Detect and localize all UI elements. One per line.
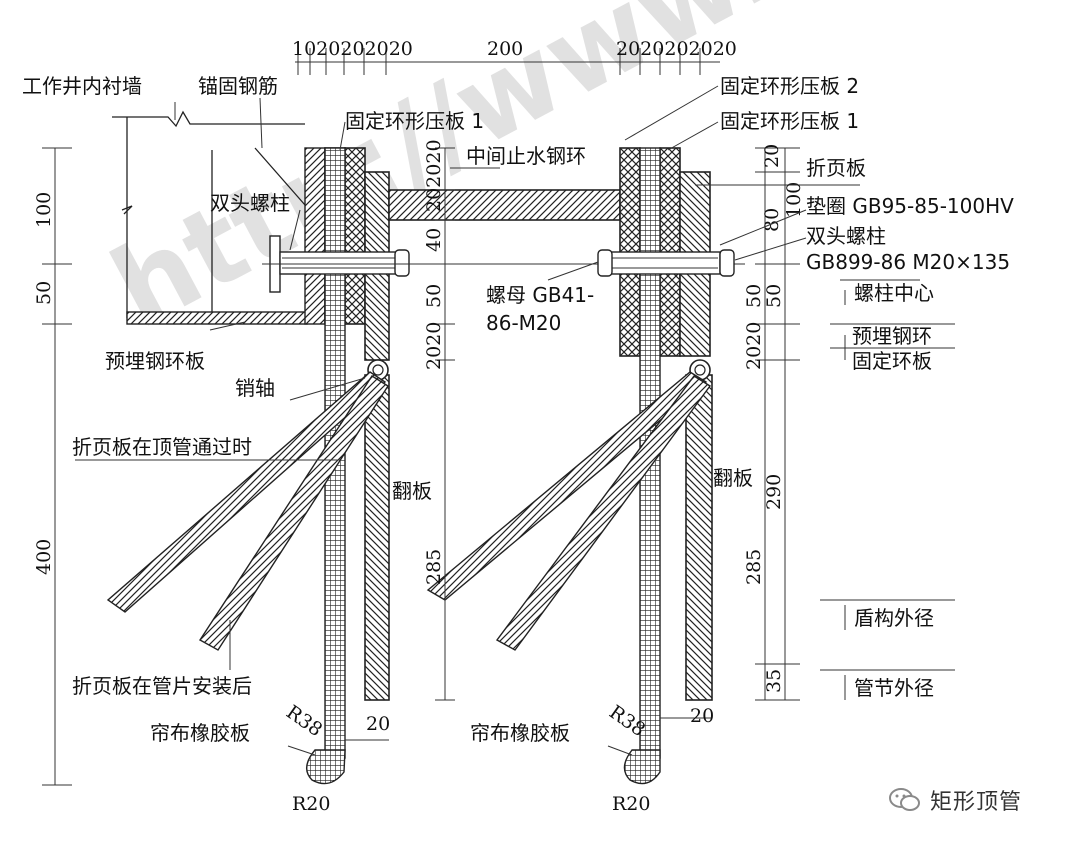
label-fixed-ring: 固定环板 [852,349,932,373]
left-dimensions: 100 50 400 [33,147,72,786]
account-logo: 矩形顶管 [888,782,1022,818]
leader-lines [75,85,807,756]
label-lining-wall: 工作井内衬墙 [22,74,142,98]
right-dim-290: 290 [763,474,785,510]
flap-installed-position [199,375,389,651]
water-stop-ring [388,189,621,221]
mid-dim-40: 40 [423,228,445,252]
mid-dim-50: 50 [423,284,445,308]
label-left-r38: R38 [282,701,326,741]
right-dim-80: 80 [761,208,783,232]
label-washer: 垫圈 GB95-85-100HV [806,194,1014,218]
label-left-rubber: 帘布橡胶板 [150,721,250,745]
label-nut-line2: 86-M20 [486,311,561,335]
label-right-double-bolt: 双头螺柱 [806,224,886,248]
label-center-rubber: 帘布橡胶板 [470,721,570,745]
label-left-fixed-plate-1: 固定环形压板 1 [345,109,484,133]
top-dim-left: 1020202020 [292,38,413,60]
right-dimensions: 20 80 100 50 50 2020 290 285 35 [743,144,805,701]
left-dim-50: 50 [33,281,55,305]
right-dim-50b: 50 [763,284,785,308]
right-dim-20: 20 [761,144,783,168]
mid-dim-202020: 202020 [423,139,445,212]
label-water-ring: 中间止水钢环 [466,144,586,168]
label-right-flip-plate: 翻板 [713,466,753,490]
left-dim-100: 100 [33,192,55,228]
embedded-ring-plate [126,311,308,325]
mid-dim-285: 285 [423,549,445,585]
label-pin: 销轴 [235,376,275,400]
label-right-fixed-plate-1: 固定环形压板 1 [720,109,859,133]
right-dim-35: 35 [763,669,785,693]
label-shield-od: 盾构外径 [854,606,934,630]
label-nut-line1: 螺母 GB41- [486,283,594,307]
left-assembly [106,110,745,785]
right-dim-285: 285 [743,549,765,585]
top-dimension-line: 1020202020 200 2020202020 [292,38,737,75]
label-bolt-center: 螺柱中心 [854,281,934,305]
mid-dim-2020: 2020 [423,322,445,370]
label-anchor-rebar: 锚固钢筋 [198,74,278,98]
mid-dimensions: 202020 40 50 2020 285 [423,139,455,701]
label-embedded-plate: 预埋钢环板 [105,349,205,373]
label-flap-after: 折页板在管片安装后 [72,674,252,698]
right-dim-50a: 50 [743,284,765,308]
right-flip-plate [685,374,713,701]
label-left-flip-plate: 翻板 [392,479,432,503]
label-center-r20: R20 [612,793,650,815]
logo-text: 矩形顶管 [930,790,1023,815]
flap-passing-position [106,371,387,613]
left-dim-400: 400 [33,539,55,575]
right-dim-100: 100 [783,182,805,218]
right-dim-2020: 2020 [743,322,765,370]
label-flap-passing: 折页板在顶管通过时 [72,435,252,459]
right-reference-lines [695,184,955,700]
top-dim-right: 2020202020 [616,38,737,60]
label-left-dim20: 20 [366,713,390,735]
label-left-r20: R20 [292,793,330,815]
label-bolt-std: GB899-86 M20×135 [806,250,1010,274]
label-embedded-ring: 预埋钢环 [852,324,932,348]
label-center-dim20: 20 [690,705,714,727]
label-pipe-od: 管节外径 [854,676,934,700]
label-left-double-bolt: 双头螺柱 [210,191,290,215]
label-hinge-plate: 折页板 [806,156,866,180]
right-assembly [426,147,735,785]
top-dim-center: 200 [487,38,523,60]
wechat-icon [889,788,920,811]
label-fixed-plate-2: 固定环形压板 2 [720,74,859,98]
left-flip-plate [364,374,390,701]
